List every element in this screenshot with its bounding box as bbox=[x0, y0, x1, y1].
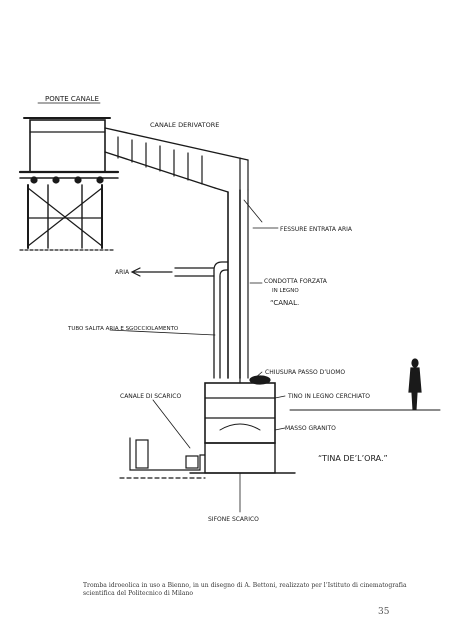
label-chiusura: CHIUSURA PASSO D’UOMO bbox=[265, 369, 345, 376]
label-aria: ARIA bbox=[115, 269, 130, 276]
canale-di-scarico bbox=[119, 437, 206, 479]
label-tino: TINO IN LEGNO CERCHIATO bbox=[287, 393, 370, 400]
label-fessure: FESSURE ENTRATA ARIA bbox=[280, 226, 353, 233]
label-condotta-1: CONDOTTA FORZATA bbox=[264, 278, 328, 285]
label-tubo: TUBO SALITA ARIA E SGOCCIOLAMENTO bbox=[67, 326, 179, 332]
label-ponte-canale: PONTE CANALE bbox=[45, 95, 99, 103]
label-canale-derivatore: CANALE DERIVATORE bbox=[150, 121, 219, 129]
canale-derivatore bbox=[104, 127, 249, 191]
label-condotta-3: “CANAL. bbox=[270, 299, 299, 307]
human-figure bbox=[408, 358, 422, 410]
tubo-salita-aria bbox=[130, 261, 229, 379]
label-canale-scarico: CANALE DI SCARICO bbox=[120, 393, 181, 400]
condotta-forzata bbox=[214, 187, 263, 379]
label-condotta-2: IN LEGNO bbox=[272, 288, 299, 294]
tina-de-l-ora bbox=[189, 375, 296, 474]
label-tina: “TINA DE’L’ORA.” bbox=[318, 454, 388, 463]
page-number: 35 bbox=[378, 607, 390, 617]
label-sifone: SIFONE SCARICO bbox=[208, 516, 259, 523]
ponte-canale bbox=[18, 117, 120, 251]
figure-caption: Tromba idroeolica in uso a Bienno, in un… bbox=[83, 582, 407, 597]
label-masso: MASSO GRANITO bbox=[285, 425, 336, 432]
leader-lines bbox=[109, 227, 286, 513]
